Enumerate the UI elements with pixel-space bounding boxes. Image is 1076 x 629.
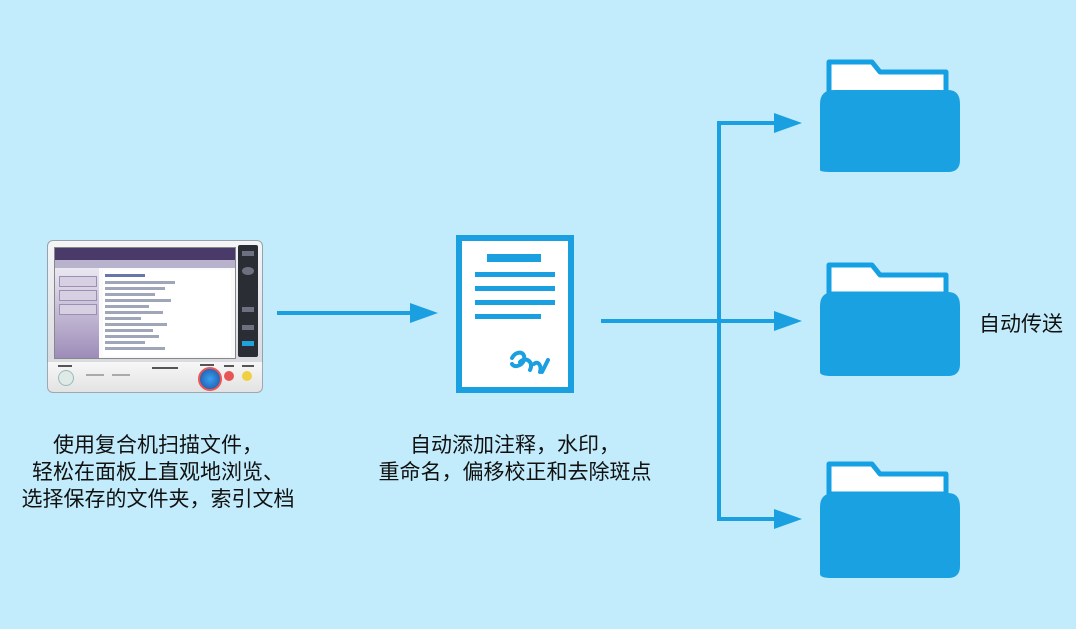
printer-control-panel [47, 362, 263, 393]
caption-line: 轻松在面板上直观地浏览、 [32, 460, 284, 484]
folder-icon [820, 59, 960, 172]
arrow-head [774, 113, 802, 133]
caption-processing-description: 自动添加注释，水印， 重命名，偏移校正和去除斑点 [340, 432, 690, 486]
screen-side-button [59, 290, 97, 301]
caption-scan-description: 使用复合机扫描文件， 轻松在面板上直观地浏览、 选择保存的文件夹，索引文档 [0, 432, 316, 513]
folder-icon [820, 461, 960, 578]
arrow-head [774, 509, 802, 529]
arrow-branch-top [717, 121, 777, 125]
arrow-branch-middle [719, 319, 777, 323]
arrow-device-to-document [277, 311, 412, 315]
caption-auto-delivery: 自动传送 [979, 312, 1063, 336]
arrow-branch-bottom [717, 517, 777, 521]
screen-side-button [59, 276, 97, 287]
screen-folder-list [103, 270, 231, 356]
caption-line: 选择保存的文件夹，索引文档 [21, 487, 295, 511]
screen-sub-bar [55, 260, 235, 268]
arrow-head [410, 303, 438, 323]
caption-line: 自动添加注释，水印， [410, 433, 620, 457]
screen-side-menu [55, 268, 99, 358]
arrow-document-to-branch [601, 319, 719, 323]
screen-side-button [59, 304, 97, 315]
printer-touchscreen [54, 247, 236, 359]
caption-line: 使用复合机扫描文件， [53, 433, 263, 457]
printer-body [47, 240, 263, 364]
arrow-head [774, 311, 802, 331]
screen-title-bar [55, 248, 235, 260]
document-icon [456, 235, 574, 393]
printer-side-keys [238, 245, 258, 357]
folder-icon [820, 262, 960, 376]
multifunction-printer-icon [47, 240, 263, 393]
caption-line: 重命名，偏移校正和去除斑点 [378, 460, 652, 484]
